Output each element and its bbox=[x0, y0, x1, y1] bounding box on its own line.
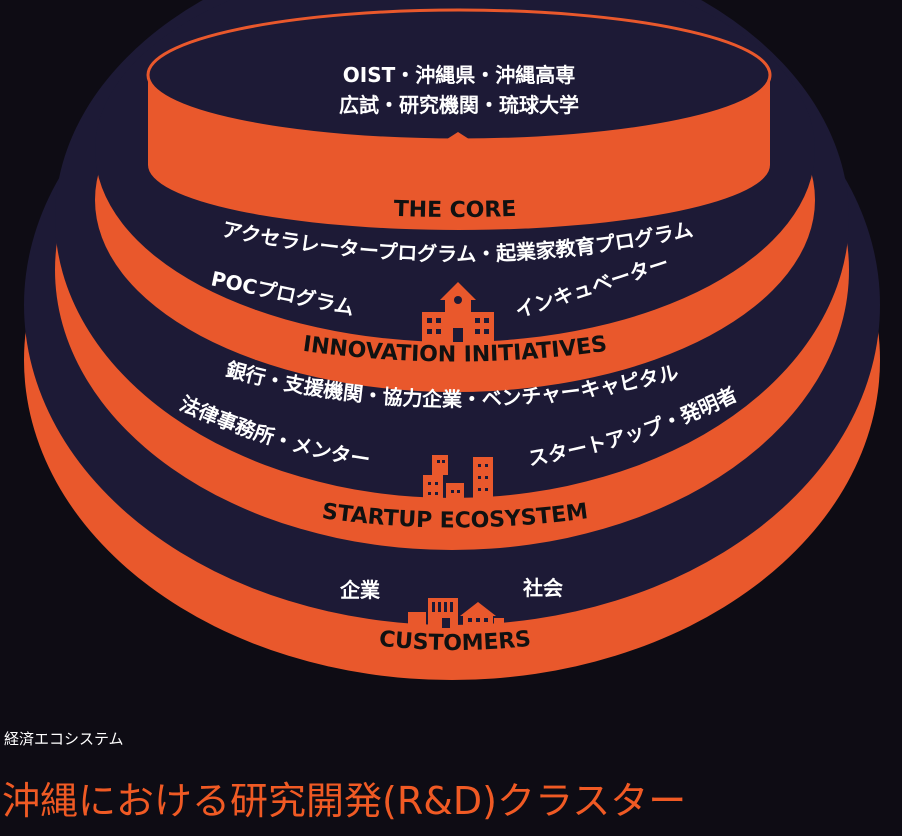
core-members-line2: 広試・研究機関・琉球大学 bbox=[339, 93, 579, 117]
school-building-icon bbox=[422, 282, 494, 342]
shops-houses-icon bbox=[408, 598, 504, 628]
customers-society: 社会 bbox=[522, 576, 563, 600]
tier-label-customers: CUSTOMERS bbox=[378, 627, 532, 656]
caption-subtitle: 経済エコシステム bbox=[4, 730, 124, 748]
university-building-icon bbox=[428, 132, 488, 184]
core-members-line1: OIST・沖縄県・沖縄高専 bbox=[343, 63, 576, 87]
city-buildings-icon bbox=[423, 455, 493, 507]
tier-label-core: THE CORE bbox=[393, 197, 516, 223]
caption-title: 沖縄における研究開発(R&D)クラスター bbox=[2, 779, 687, 823]
tier-core bbox=[146, 8, 772, 230]
customers-companies: 企業 bbox=[339, 578, 381, 602]
